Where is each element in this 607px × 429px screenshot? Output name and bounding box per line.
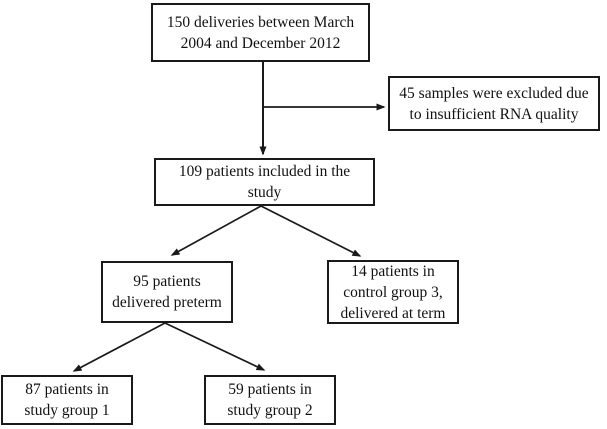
node-excluded-samples: 45 samples were excluded due to insuffic… [388,76,600,131]
node-deliveries: 150 deliveries between March 2004 and De… [151,3,370,62]
node-study-group-1: 87 patients in study group 1 [1,375,133,425]
edge-included-preterm [170,205,262,256]
edge-preterm-group2 [164,322,266,371]
node-study-group-2: 59 patients in study group 2 [204,375,336,425]
edge-included-control [260,205,362,257]
edge-preterm-group1 [72,322,166,372]
node-preterm-patients: 95 patients delivered preterm [101,261,233,323]
node-control-group: 14 patients in control group 3, delivere… [327,260,459,324]
node-included-patients: 109 patients included in the study [154,158,375,206]
